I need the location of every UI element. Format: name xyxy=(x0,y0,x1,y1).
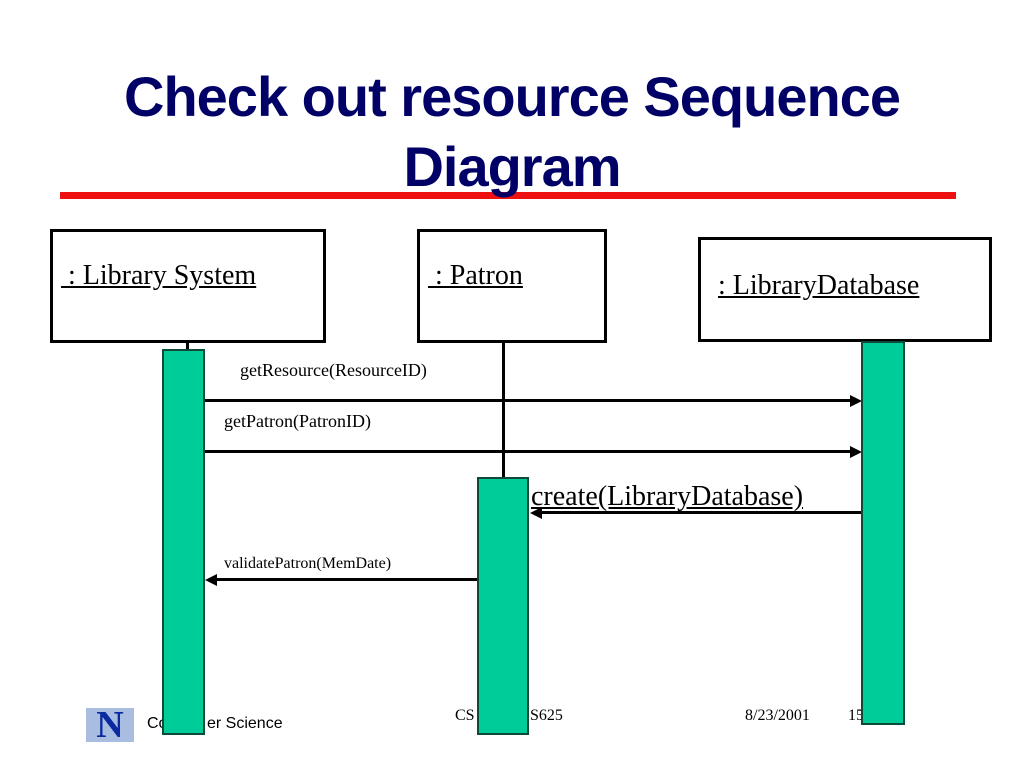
title-line-1: Check out resource Sequence xyxy=(124,65,901,128)
object-library-database: : LibraryDatabase xyxy=(698,237,992,342)
slide-title: Check out resource Sequence Diagram xyxy=(0,62,1024,202)
message-arrow-validate-patron xyxy=(217,578,477,581)
object-label: : Patron xyxy=(428,260,523,291)
title-underline-rule xyxy=(60,192,956,199)
activation-bar-library-database xyxy=(861,341,905,725)
message-label-validate-patron: validatePatron(MemDate) xyxy=(224,555,392,572)
message-label-create-library-database: create(LibraryDatabase) xyxy=(531,481,804,512)
footer-date: 8/23/2001 xyxy=(745,707,810,724)
message-label-get-patron: getPatron(PatronID) xyxy=(224,411,371,431)
footer-course-right: S625 xyxy=(530,707,563,724)
object-library-system: : Library System xyxy=(50,229,326,343)
footer-dept-right: er Science xyxy=(207,715,283,732)
object-label: : LibraryDatabase xyxy=(718,270,920,301)
lifeline-patron xyxy=(502,342,505,480)
activation-bar-patron xyxy=(477,477,529,735)
object-patron: : Patron xyxy=(417,229,607,343)
arrowhead-left-icon xyxy=(205,574,217,586)
message-arrow-create-library-database xyxy=(541,511,861,514)
message-arrow-get-patron xyxy=(205,450,851,453)
university-logo-icon: N xyxy=(86,704,134,746)
message-label-get-resource: getResource(ResourceID) xyxy=(240,360,427,380)
title-line-2: Diagram xyxy=(403,135,621,198)
logo-letter: N xyxy=(96,704,124,746)
activation-bar-library-system xyxy=(162,349,205,735)
message-arrow-get-resource xyxy=(205,399,851,402)
object-label: : Library System xyxy=(61,260,257,291)
arrowhead-right-icon xyxy=(850,446,862,458)
arrowhead-left-icon xyxy=(530,507,542,519)
lifeline-library-system xyxy=(186,342,189,352)
footer-course-left: CS xyxy=(455,707,475,724)
footer-page-number: 15 xyxy=(848,707,864,724)
arrowhead-right-icon xyxy=(850,395,862,407)
